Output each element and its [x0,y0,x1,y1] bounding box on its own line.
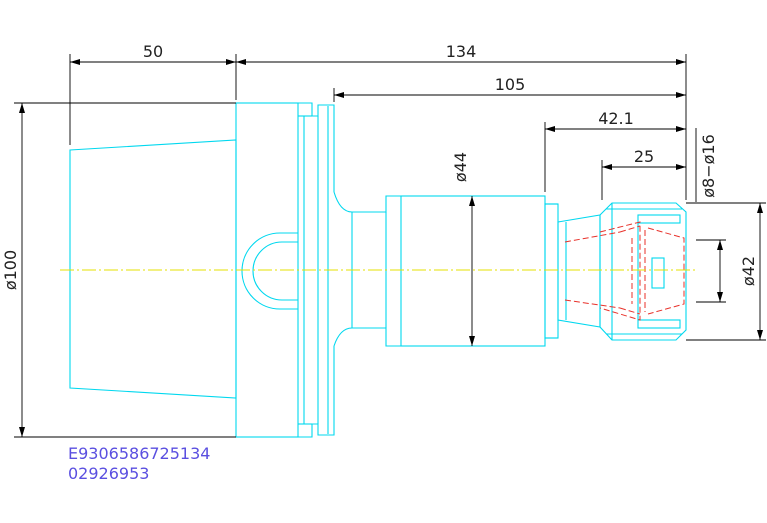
dimension-lines [14,54,766,438]
dim-134: 134 [446,42,477,61]
dim-25: 25 [634,147,654,166]
dim-42-1: 42.1 [598,109,634,128]
body-cylinder [400,195,546,347]
dim-dia-100: ø100 [1,250,20,290]
dim-dia-8-16: ø8−ø16 [699,134,718,198]
collet-nose [557,214,601,328]
dim-105: 105 [495,75,526,94]
part-code-line-2: 02926953 [68,464,149,483]
dim-50: 50 [143,42,163,61]
dim-dia-42: ø42 [739,256,758,286]
neck [333,191,401,213]
hidden-collet-cone [564,221,685,321]
dim-dia-44: ø44 [451,152,470,182]
taper-cone [69,139,237,399]
keyway [241,232,298,310]
clamp-nut [599,202,687,341]
part-code-line-1: E9306586725134 [68,444,210,463]
